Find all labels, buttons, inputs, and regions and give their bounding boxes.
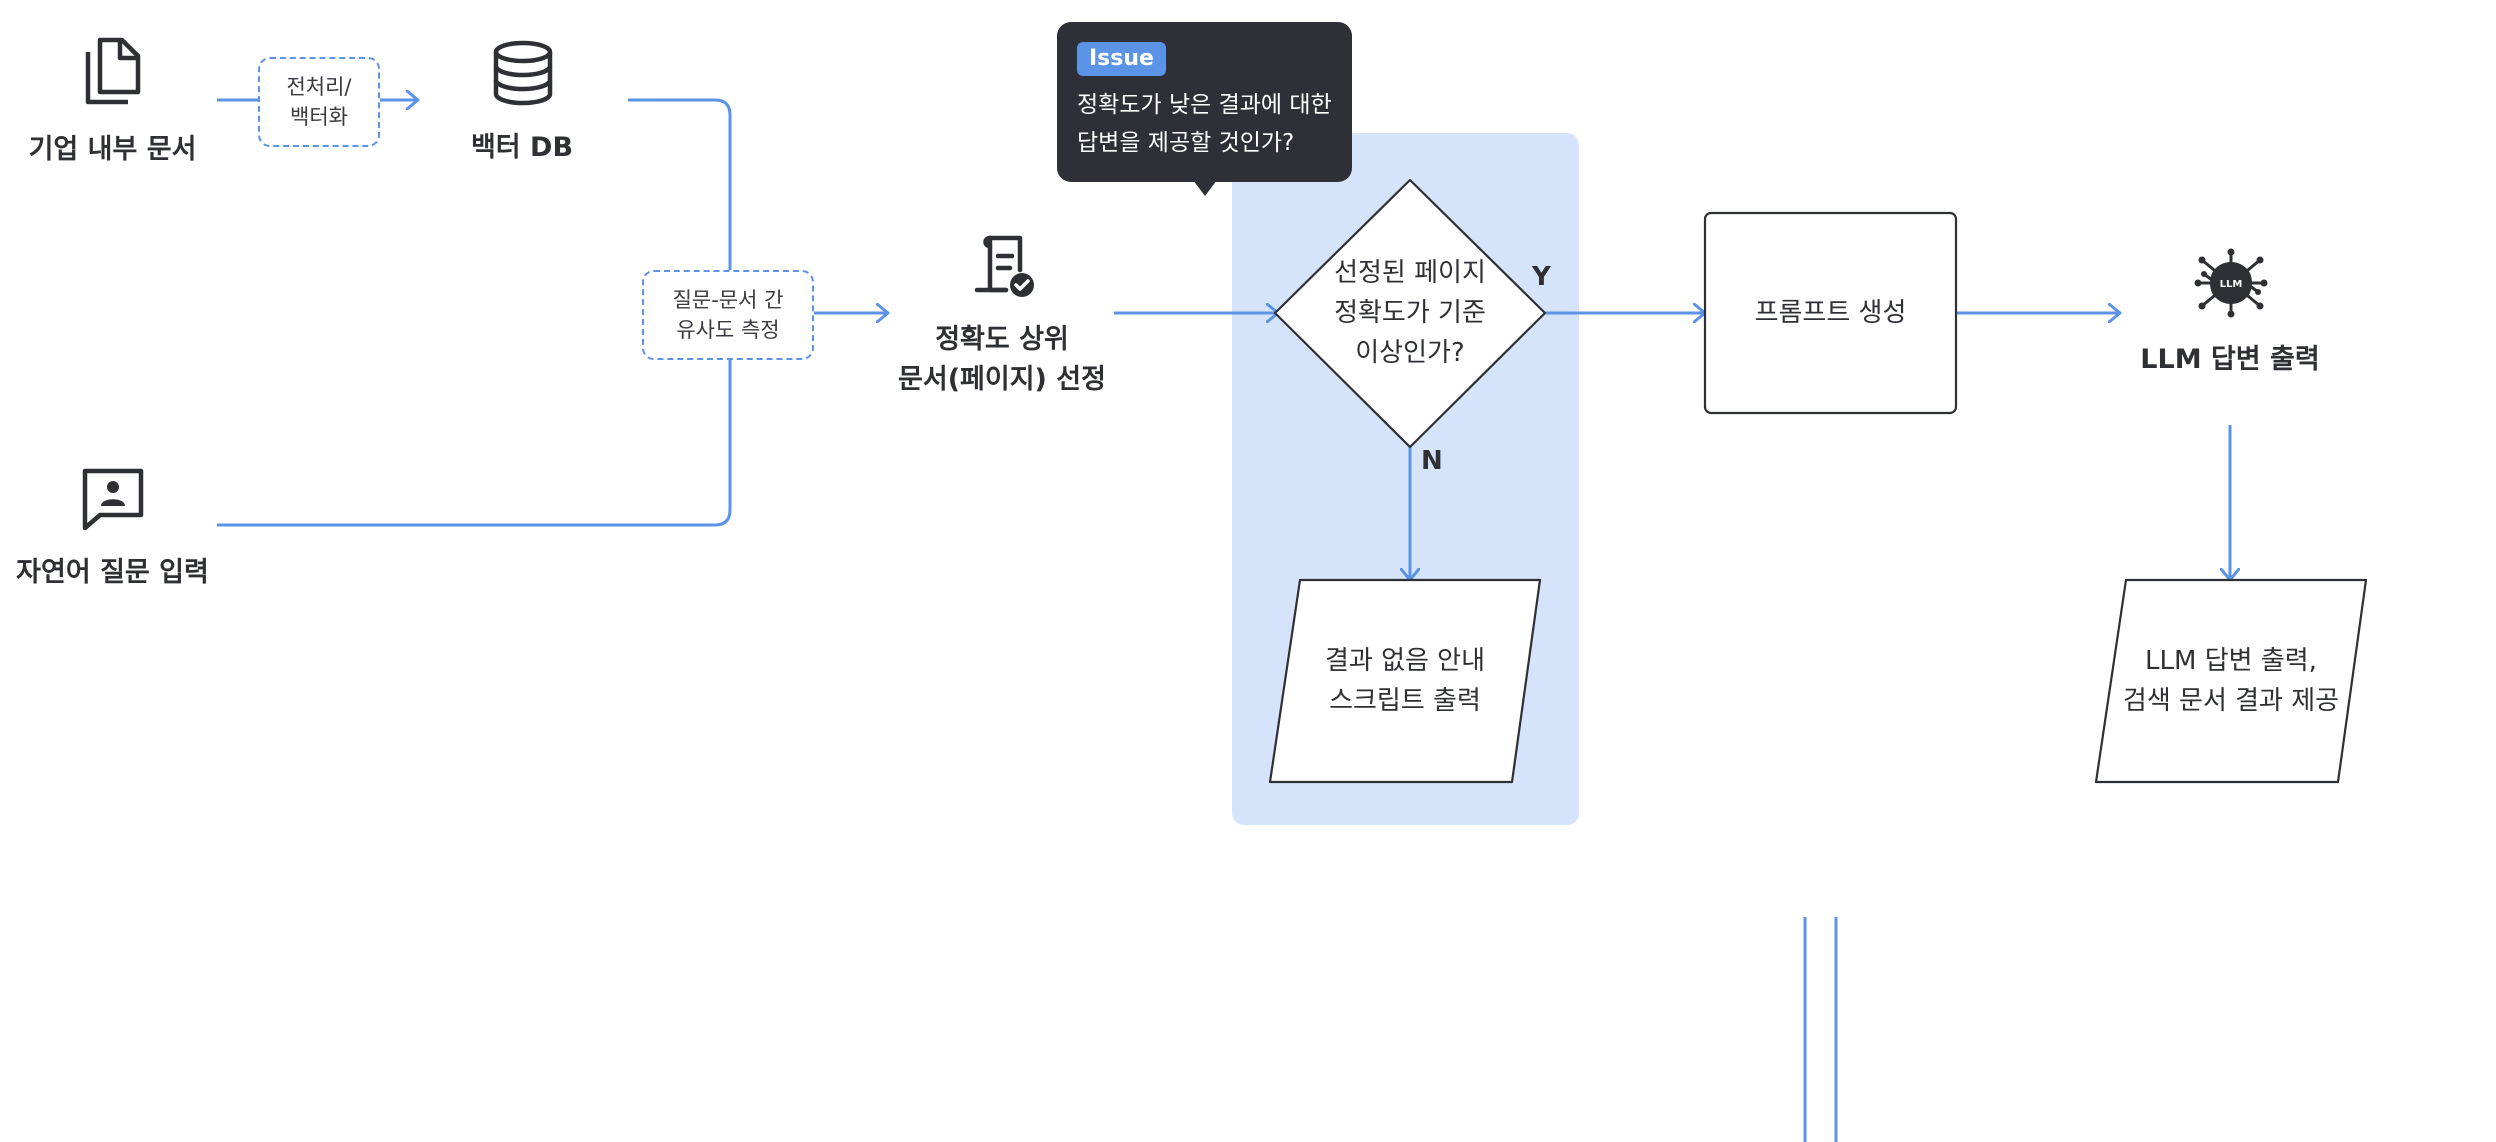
issue-tooltip: Issue 정확도가 낮은 결과에 대한 답변을 제공할 것인가? xyxy=(1057,22,1352,182)
llm-label: LLM 답변 출력 xyxy=(2140,344,2320,375)
prompt-label: 프롬프트 생성 xyxy=(1754,298,1907,328)
decision-diamond xyxy=(1273,178,1547,449)
documents-icon xyxy=(85,37,141,105)
llm-result-shape xyxy=(2094,578,2368,784)
receipt-check-icon xyxy=(974,235,1034,297)
no-label: N xyxy=(1421,446,1443,476)
docs-label: 기업 내부 문서 xyxy=(28,134,197,165)
vectordb-label: 백터 DB xyxy=(470,132,574,163)
similarity-tag: 질문-문서 간 유사도 측정 xyxy=(642,270,814,360)
tooltip-tail xyxy=(1193,180,1217,196)
llm-chip-text: LLM xyxy=(2220,279,2243,290)
connector-db-merge xyxy=(628,98,732,272)
select-line2: 문서(페이지) 선정 xyxy=(898,364,1106,395)
similarity-line1: 질문-문서 간 xyxy=(672,288,784,312)
no-result-line1: 결과 없음 안내 xyxy=(1324,646,1486,676)
no-result-shape xyxy=(1268,578,1542,784)
yes-label: Y xyxy=(1532,262,1551,292)
no-result-text: 결과 없음 안내 스크립트 출력 xyxy=(1285,580,1525,782)
connector-question-merge xyxy=(217,356,732,527)
llm-result-line1: LLM 답변 출력, xyxy=(2145,646,2317,676)
select-label: 정확도 상위 문서(페이지) 선정 xyxy=(890,320,1114,400)
preprocess-tag: 전처리/ 백터화 xyxy=(258,57,380,147)
preprocess-line2: 백터화 xyxy=(290,105,348,129)
preprocess-line1: 전처리/ xyxy=(286,75,352,99)
llm-result-text: LLM 답변 출력, 검색 문서 결과 제공 xyxy=(2096,580,2366,782)
decision-line1: 선정된 페이지 xyxy=(1334,258,1486,288)
tooltip-line1: 정확도가 낮은 결과에 대한 xyxy=(1077,92,1332,118)
chat-person-icon xyxy=(82,468,144,531)
no-result-line2: 스크립트 출력 xyxy=(1329,686,1481,716)
llm-result-line2: 검색 문서 결과 제공 xyxy=(2122,686,2340,716)
database-icon xyxy=(493,40,553,106)
prompt-box xyxy=(1703,211,1958,415)
issue-badge: Issue xyxy=(1077,42,1166,76)
decision-line2: 정확도가 기준 xyxy=(1334,298,1486,328)
decision-line3: 이상인가? xyxy=(1355,338,1465,368)
select-line1: 정확도 상위 xyxy=(935,324,1069,355)
similarity-line2: 유사도 측정 xyxy=(676,318,780,342)
question-label: 자연어 질문 입력 xyxy=(16,557,209,588)
llm-chip-icon: LLM xyxy=(2194,248,2268,318)
tooltip-line2: 답변을 제공할 것인가? xyxy=(1077,130,1295,156)
decision-text: 선정된 페이지 정확도가 기준 이상인가? xyxy=(1285,240,1535,386)
